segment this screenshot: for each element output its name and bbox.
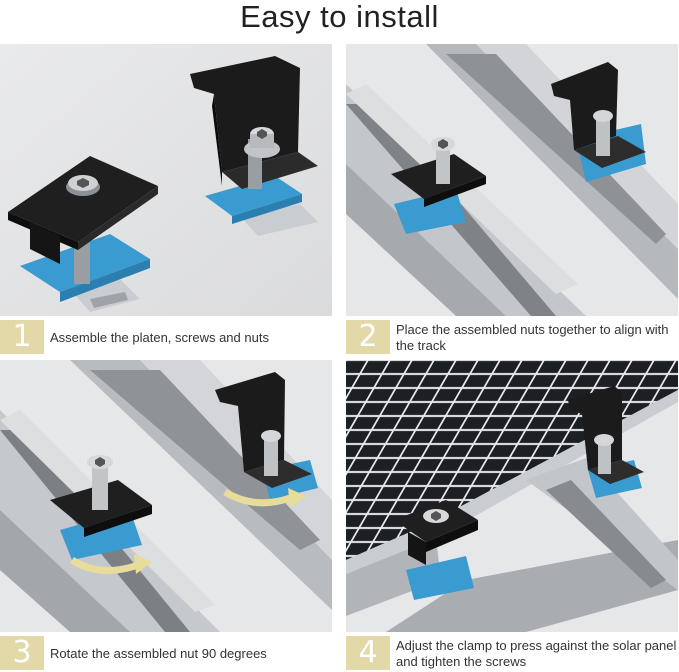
step-4-image: [346, 360, 678, 632]
step-1-caption: 1 Assemble the platen, screws and nuts: [0, 316, 332, 356]
l-clamp: [551, 62, 646, 182]
platen-clamp: [391, 137, 486, 234]
rail: [386, 458, 678, 632]
step-4-number: 4: [346, 636, 390, 670]
step-4-caption: 4 Adjust the clamp to press against the …: [346, 632, 678, 672]
step-2-caption: 2 Place the assembled nuts together to a…: [346, 316, 678, 356]
step-1-text: Assemble the platen, screws and nuts: [50, 330, 269, 345]
platen-clamp-left: [8, 156, 158, 264]
step-1-number: 1: [0, 320, 44, 354]
step-1-image: [0, 44, 332, 316]
page-title: Easy to install: [240, 0, 439, 34]
step-2-image: [346, 44, 678, 316]
hex-screw-right: [244, 127, 280, 158]
blue-nut-right: [205, 176, 302, 224]
step-3-number: 3: [0, 636, 44, 670]
rotate-arrow-bottom-head-icon: [134, 554, 152, 574]
hex-screw-left: [66, 175, 100, 196]
step-4-text: Adjust the clamp to press against the so…: [396, 638, 677, 669]
step-2-text: Place the assembled nuts together to ali…: [396, 322, 669, 353]
l-clamp: [215, 372, 318, 500]
t-nut-right: [240, 204, 318, 236]
step-3-caption: 3 Rotate the assembled nut 90 degrees: [0, 632, 332, 672]
l-clamp: [568, 386, 644, 498]
step-3-image: [0, 360, 332, 632]
step-2-number: 2: [346, 320, 390, 354]
platen-clamp: [394, 500, 478, 600]
rotate-arrow-top-head-icon: [288, 488, 306, 508]
platen-clamp: [50, 455, 152, 560]
rotate-arrow-top-icon: [223, 488, 292, 507]
rotate-arrow-bottom-icon: [70, 556, 140, 574]
step-3-text: Rotate the assembled nut 90 degrees: [50, 646, 267, 661]
